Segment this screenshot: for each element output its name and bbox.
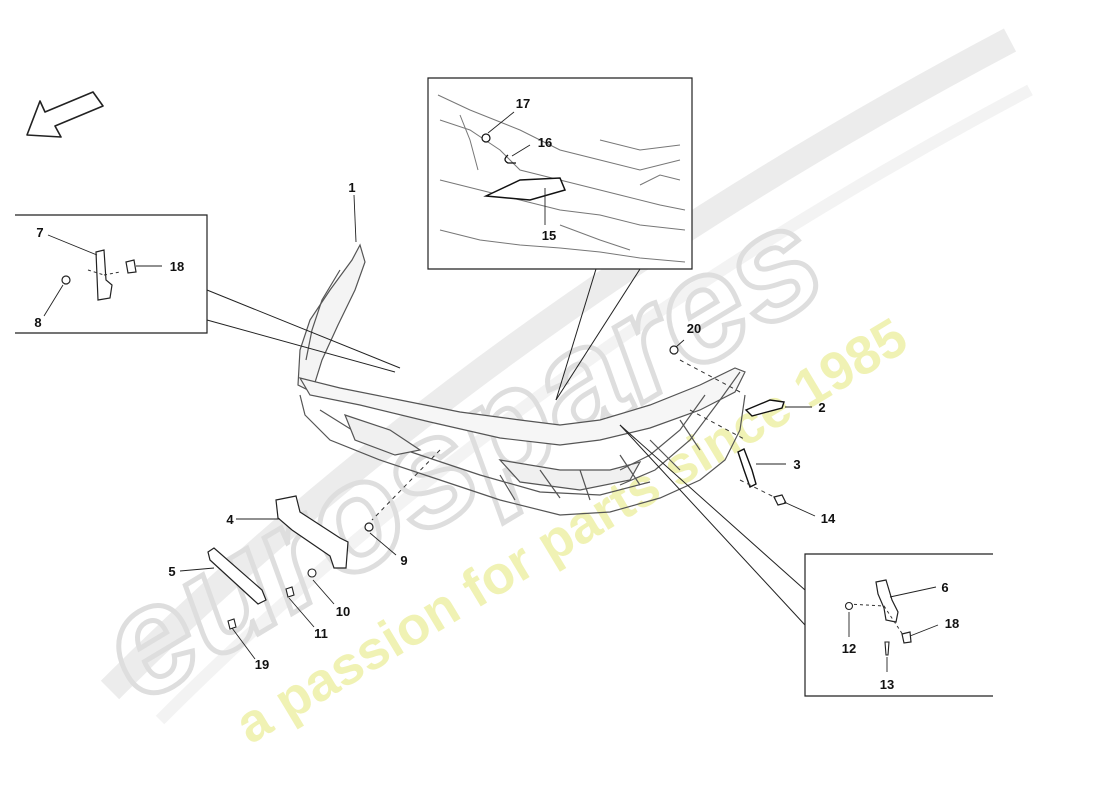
part-3-strip (737, 448, 757, 488)
part-18-clip-right (901, 631, 912, 644)
callout-8: 8 (34, 315, 41, 330)
callout-20: 20 (687, 321, 701, 336)
callout-7: 7 (36, 225, 43, 240)
callout-6: 6 (941, 580, 948, 595)
part-11-screw (285, 586, 295, 598)
callout-15: 15 (542, 228, 556, 243)
front-direction-arrow-icon (26, 91, 104, 138)
part-12-screw (844, 601, 854, 611)
callout-18-left: 18 (170, 259, 184, 274)
inset-left-bracket (15, 214, 208, 334)
part-5-deflector (207, 547, 267, 605)
part-14-screw (773, 494, 787, 506)
callout-3: 3 (793, 457, 800, 472)
part-19-screw (227, 618, 237, 630)
part-2-cover (744, 399, 785, 417)
part-4-deflector (275, 495, 349, 569)
callout-16: 16 (538, 135, 552, 150)
front-bumper-assembly (297, 243, 746, 516)
part-17-nut (481, 133, 491, 143)
watermark-swoosh-icon (100, 28, 1017, 700)
leader-lines (43, 111, 939, 672)
callout-19: 19 (255, 657, 269, 672)
callout-2: 2 (818, 400, 825, 415)
callout-17: 17 (516, 96, 530, 111)
part-8-nut (61, 275, 71, 285)
callout-11: 11 (314, 626, 328, 641)
watermark-swoosh-icon (155, 84, 1033, 725)
callout-18-right: 18 (945, 616, 959, 631)
callout-12: 12 (842, 641, 856, 656)
part-13-bolt (884, 641, 890, 656)
part-18-clip-left (125, 259, 137, 274)
small-parts (207, 345, 787, 630)
assembly-lines (371, 359, 777, 521)
callout-labels: 1 2 3 4 5 6 7 8 9 10 11 12 13 14 15 16 1… (34, 96, 959, 692)
inset-pointers (206, 268, 806, 626)
part-9-nut (364, 522, 374, 532)
inset-right-bracket (804, 553, 993, 697)
callout-10: 10 (336, 604, 350, 619)
callout-9: 9 (400, 553, 407, 568)
callout-5: 5 (168, 564, 175, 579)
callout-4: 4 (226, 512, 234, 527)
part-6-bracket (875, 579, 899, 623)
inset-engine-bay (427, 77, 693, 270)
callout-13: 13 (880, 677, 894, 692)
part-16-clip (504, 154, 516, 164)
part-10-washer (307, 568, 317, 578)
part-20-nut (669, 345, 679, 355)
callout-14: 14 (821, 511, 836, 526)
callout-1: 1 (348, 180, 355, 195)
